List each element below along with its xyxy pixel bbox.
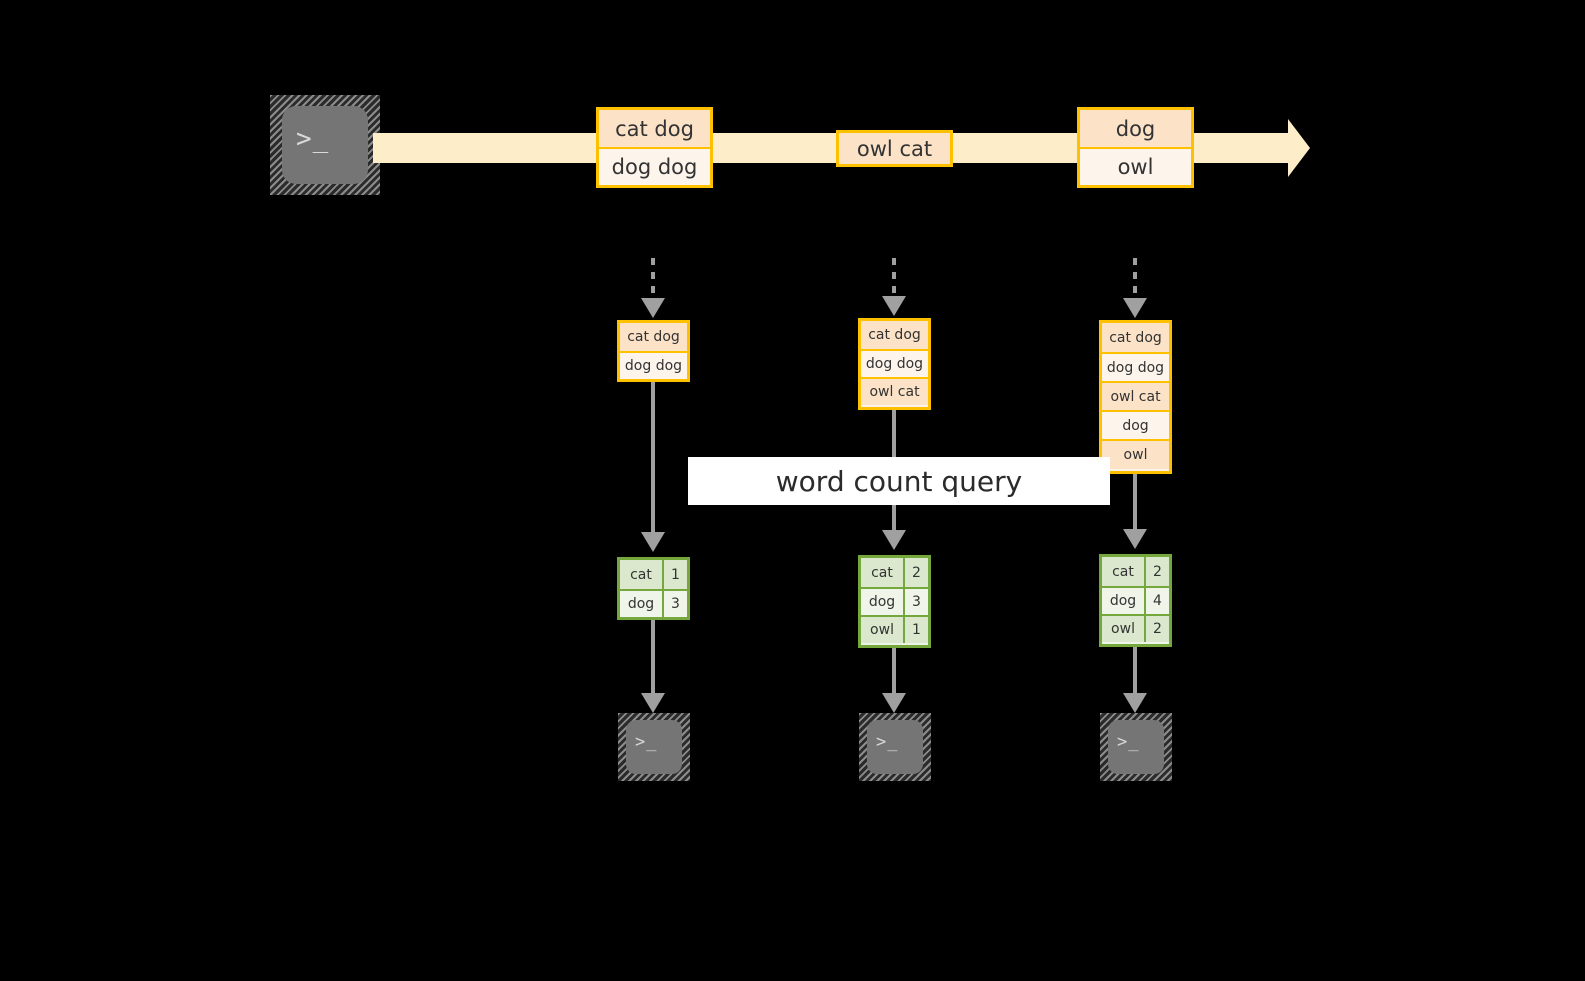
snapshot-trigger-arrowhead-1 (641, 298, 665, 318)
result-row: owl 1 (861, 615, 928, 643)
terminal-prompt-glyph: >_ (1117, 732, 1140, 752)
input-row: dog dog (620, 351, 687, 379)
result-word: owl (861, 617, 905, 643)
accumulated-input-3: cat dog dog dog owl cat dog owl (1099, 320, 1172, 474)
stream-record-line: dog (1080, 110, 1191, 147)
query-flow-arrowhead-3 (1123, 529, 1147, 549)
terminal-screen: >_ (626, 720, 682, 774)
stream-record-line: owl (1080, 147, 1191, 185)
result-word: cat (1102, 557, 1146, 586)
input-row: dog dog (861, 349, 928, 377)
input-row: cat dog (620, 323, 687, 351)
stream-record-line: dog dog (599, 147, 710, 185)
input-row: cat dog (861, 321, 928, 349)
sink-terminal-icon-1: >_ (618, 713, 690, 781)
stream-record-line: cat dog (599, 110, 710, 147)
input-row: dog (1102, 410, 1169, 439)
result-output-arrowhead-1 (641, 693, 665, 713)
result-count: 4 (1146, 588, 1169, 614)
result-word: cat (861, 558, 905, 587)
input-row: cat dog (1102, 323, 1169, 352)
stream-record-1: cat dog dog dog (596, 107, 713, 188)
snapshot-trigger-arrowhead-2 (882, 296, 906, 316)
result-output-arrowhead-2 (882, 693, 906, 713)
sink-terminal-icon-2: >_ (859, 713, 931, 781)
snapshot-trigger-arrowhead-3 (1123, 298, 1147, 318)
result-word: cat (620, 560, 664, 589)
snapshot-trigger-line-2 (892, 258, 896, 300)
terminal-screen: >_ (867, 720, 923, 774)
query-flow-arrowhead-2 (882, 530, 906, 550)
sink-terminal-icon-3: >_ (1100, 713, 1172, 781)
result-row: cat 1 (620, 560, 687, 589)
result-count: 2 (1146, 616, 1169, 642)
stream-arrow-head (1288, 119, 1310, 177)
input-row: owl cat (861, 377, 928, 405)
snapshot-trigger-line-3 (1133, 258, 1137, 302)
word-count-result-3: cat 2 dog 4 owl 2 (1099, 554, 1172, 647)
word-count-result-1: cat 1 dog 3 (617, 557, 690, 620)
result-count: 2 (905, 558, 928, 587)
query-flow-line-1 (651, 382, 655, 534)
result-count: 2 (1146, 557, 1169, 586)
terminal-prompt-glyph: >_ (876, 732, 899, 752)
query-flow-arrowhead-1 (641, 532, 665, 552)
stream-record-line: owl cat (839, 133, 950, 164)
result-word: dog (620, 591, 664, 617)
result-row: dog 4 (1102, 586, 1169, 614)
snapshot-trigger-line-1 (651, 258, 655, 302)
result-row: cat 2 (1102, 557, 1169, 586)
query-label: word count query (688, 457, 1110, 505)
input-row: owl cat (1102, 381, 1169, 410)
result-output-line-1 (651, 620, 655, 695)
stream-record-2: owl cat (836, 130, 953, 167)
result-word: dog (861, 589, 905, 615)
result-word: dog (1102, 588, 1146, 614)
terminal-screen: >_ (282, 106, 368, 184)
result-row: owl 2 (1102, 614, 1169, 642)
result-output-line-3 (1133, 647, 1137, 695)
word-count-result-2: cat 2 dog 3 owl 1 (858, 555, 931, 648)
stream-record-3: dog owl (1077, 107, 1194, 188)
terminal-prompt-glyph: >_ (296, 124, 330, 154)
result-row: cat 2 (861, 558, 928, 587)
accumulated-input-1: cat dog dog dog (617, 320, 690, 382)
result-output-line-2 (892, 648, 896, 695)
accumulated-input-2: cat dog dog dog owl cat (858, 318, 931, 410)
result-count: 3 (664, 591, 687, 617)
query-flow-line-3 (1133, 474, 1137, 532)
result-row: dog 3 (861, 587, 928, 615)
terminal-prompt-glyph: >_ (635, 732, 658, 752)
query-label-text: word count query (775, 464, 1023, 498)
result-row: dog 3 (620, 589, 687, 617)
result-count: 1 (905, 617, 928, 643)
result-count: 1 (664, 560, 687, 589)
source-terminal-icon: >_ (270, 95, 380, 195)
result-count: 3 (905, 589, 928, 615)
result-output-arrowhead-3 (1123, 693, 1147, 713)
terminal-screen: >_ (1108, 720, 1164, 774)
input-row: owl (1102, 439, 1169, 469)
result-word: owl (1102, 616, 1146, 642)
input-row: dog dog (1102, 352, 1169, 381)
